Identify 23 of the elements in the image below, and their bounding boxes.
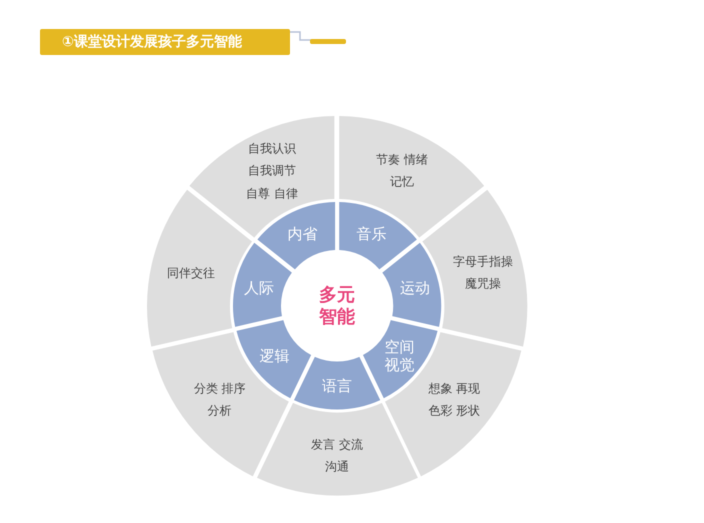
skill-label: 想象 再现	[428, 381, 480, 396]
skill-label: 自尊 自律	[246, 186, 298, 200]
skill-label: 自我调节	[248, 164, 296, 178]
skill-label: 分类 排序	[194, 381, 246, 396]
skill-label: 发言 交流	[311, 438, 363, 452]
skill-label: 自我认识	[248, 141, 296, 156]
segment-label: 运动	[398, 279, 431, 298]
segment-label: 语言	[320, 376, 353, 395]
title: ①课堂设计发展孩子多元智能	[62, 33, 242, 51]
segment-label: 音乐	[356, 224, 388, 243]
skill-label: 节奏 情绪	[376, 152, 428, 167]
skill-label: 色彩 形状	[428, 404, 480, 418]
skill-label: 魔咒操	[465, 276, 502, 291]
skill-label: 同伴交往	[166, 265, 215, 280]
skill-label: 字母手指操	[453, 254, 514, 269]
skill-label: 沟通	[324, 460, 349, 474]
segment-label: 内省	[286, 224, 318, 243]
segment-label: 人际	[243, 279, 275, 298]
segment-label: 逻辑	[258, 346, 290, 365]
skill-label: 分析	[208, 404, 232, 418]
skill-label: 记忆	[390, 174, 414, 190]
center-label: 多元智能	[318, 284, 356, 328]
segment-label: 空间视觉	[384, 338, 416, 374]
